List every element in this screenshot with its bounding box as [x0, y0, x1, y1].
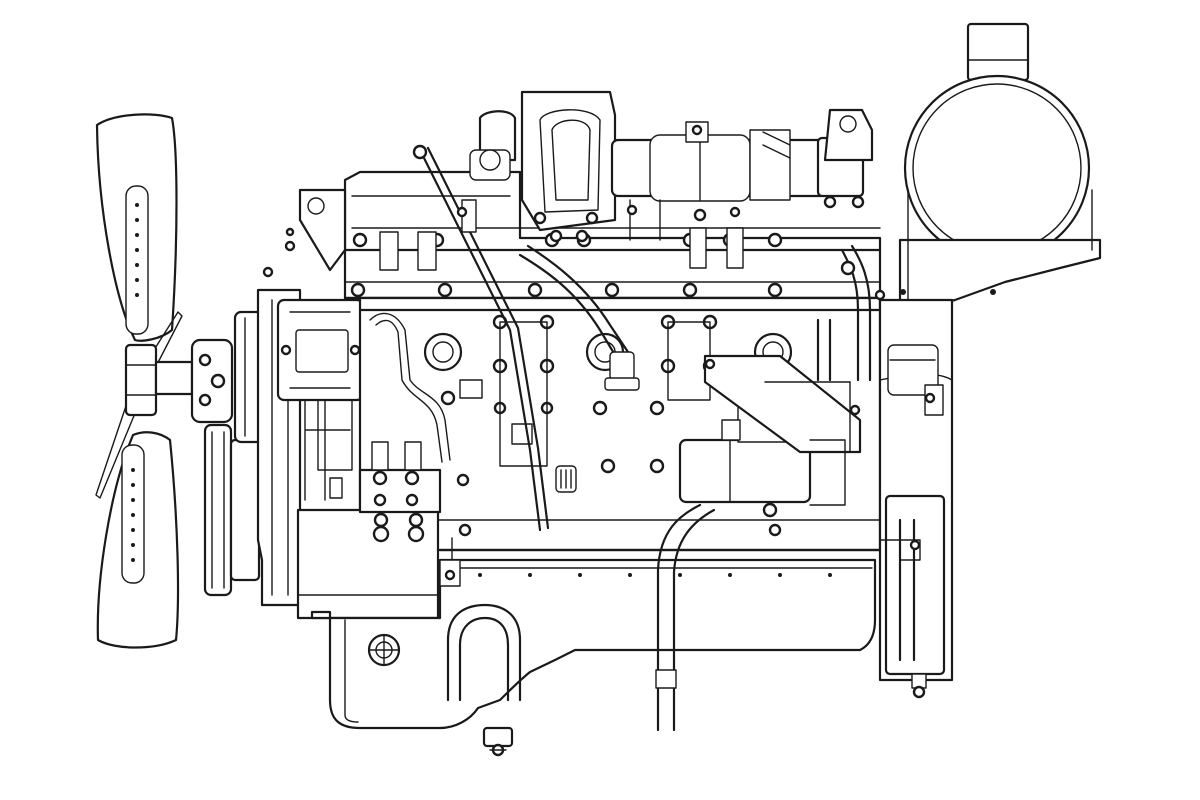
fan-blade-upper-rib [125, 185, 149, 335]
turbo-compressor-outlet [478, 110, 517, 162]
oil-pan-drain-valve [482, 726, 514, 757]
oil-filter-housing [678, 354, 862, 518]
injection-pump-head [358, 468, 442, 514]
cooling-fan [95, 113, 194, 649]
oil-pan-rail-bolts [458, 523, 873, 577]
fuel-lines [369, 312, 451, 461]
crankshaft-damper [203, 423, 233, 597]
oil-pan-outline [310, 558, 877, 730]
oil-return-pipe [656, 503, 702, 732]
air-cleaner [898, 22, 1102, 314]
turbocharger [469, 90, 617, 243]
dipstick-tube [418, 148, 542, 532]
misc-fittings [262, 199, 886, 587]
fuel-injection-pump [296, 399, 442, 620]
fan-hub [124, 343, 158, 417]
oil-pan-sump-loop [446, 603, 522, 702]
exhaust-pipe [610, 108, 874, 241]
flywheel-housing [816, 244, 954, 699]
front-timing-cover [256, 288, 365, 607]
oil-pan [310, 503, 877, 757]
oil-drain-plug [367, 633, 401, 667]
coolant-pipe [518, 253, 617, 357]
crank-pulley [229, 438, 261, 582]
oil-filter-bracket [703, 354, 862, 454]
fan-rivets-lower [131, 468, 135, 562]
air-cleaner-ring-inner [912, 83, 1082, 253]
fan-spacer-shaft [154, 360, 194, 396]
lifting-eye-rear [823, 108, 874, 162]
head-bolts-lower [350, 282, 783, 298]
fan-rivets-upper [135, 203, 139, 297]
oil-filter-body [678, 438, 812, 504]
air-intake-stack [966, 22, 1030, 82]
breather-pipe [840, 248, 860, 382]
